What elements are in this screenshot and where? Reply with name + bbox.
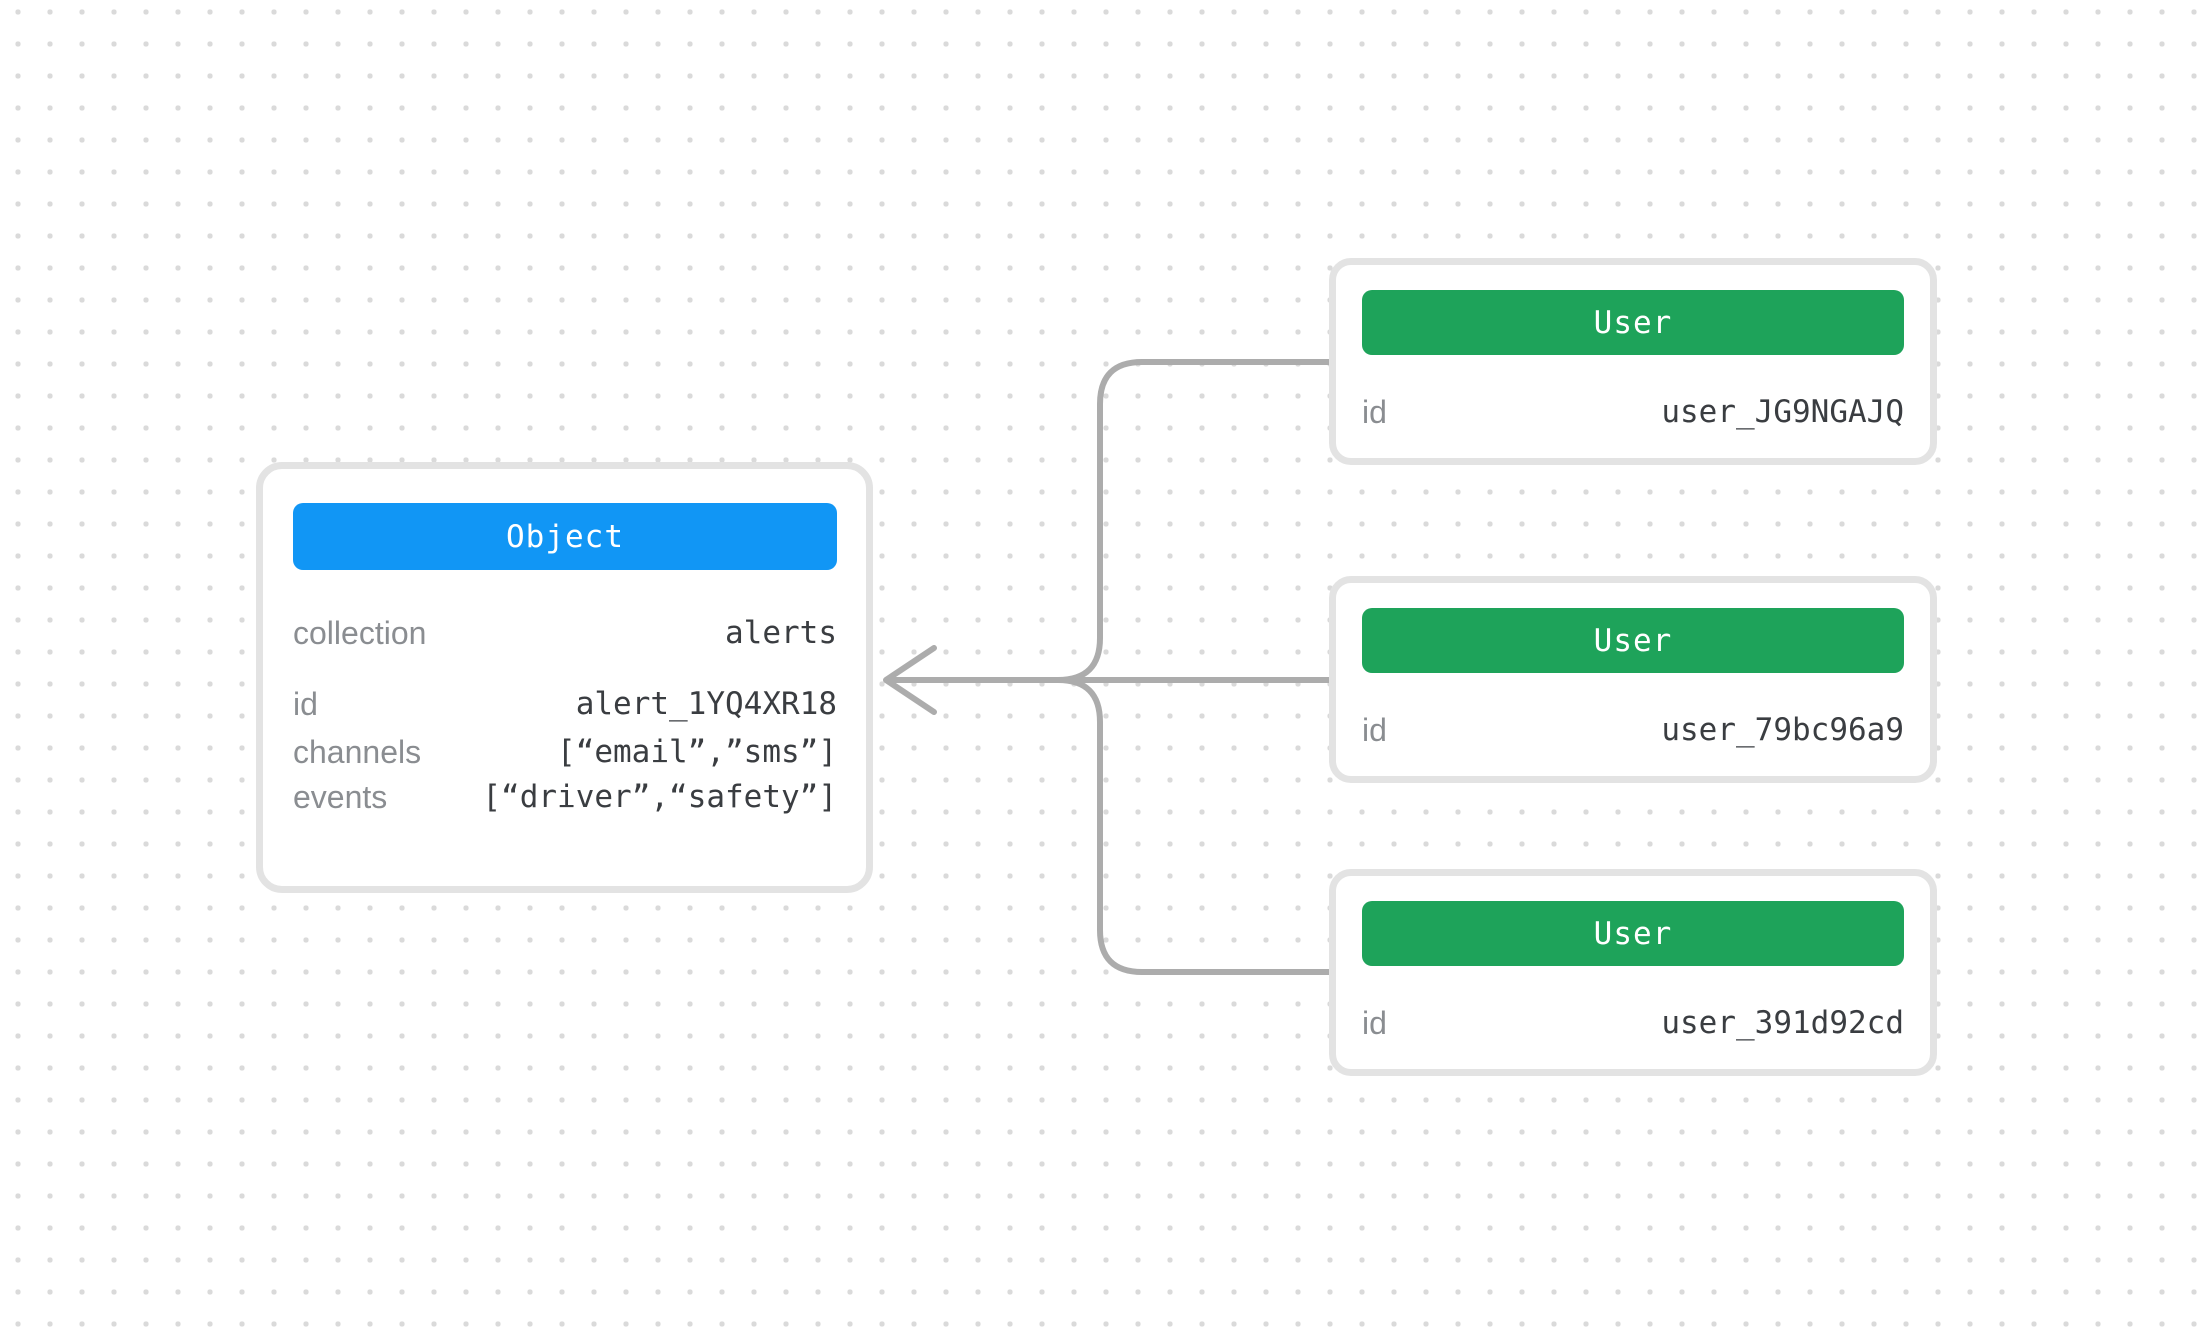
field-value: alert_1YQ4XR18 bbox=[575, 686, 837, 722]
field-label: events bbox=[293, 778, 388, 815]
field-value: [“email”,”sms”] bbox=[557, 734, 837, 770]
user-node-header: User bbox=[1362, 901, 1904, 966]
field-label: collection bbox=[293, 614, 427, 651]
user-node-2[interactable]: User id user_79bc96a9 bbox=[1329, 576, 1937, 783]
field-value: user_JG9NGAJQ bbox=[1661, 394, 1904, 430]
field-label: id bbox=[293, 685, 318, 722]
field-label: id bbox=[1362, 1004, 1387, 1041]
edge-user1-to-object bbox=[1002, 359, 1333, 683]
field-row-id: id alert_1YQ4XR18 bbox=[293, 684, 837, 724]
object-node-header: Object bbox=[293, 503, 837, 570]
object-node-title: Object bbox=[506, 518, 624, 555]
field-value: [“driver”,“safety”] bbox=[482, 779, 837, 815]
user-node-title: User bbox=[1593, 622, 1673, 659]
field-row-channels: channels [“email”,”sms”] bbox=[293, 732, 837, 772]
field-row-id: id user_JG9NGAJQ bbox=[1362, 392, 1904, 432]
user-node-3[interactable]: User id user_391d92cd bbox=[1329, 869, 1937, 1076]
field-row-collection: collection alerts bbox=[293, 613, 837, 653]
field-label: id bbox=[1362, 711, 1387, 748]
field-value: alerts bbox=[725, 615, 837, 651]
edge-user3-to-object bbox=[1002, 677, 1333, 975]
field-row-id: id user_391d92cd bbox=[1362, 1003, 1904, 1043]
user-node-header: User bbox=[1362, 290, 1904, 355]
field-row-events: events [“driver”,“safety”] bbox=[293, 777, 837, 817]
user-node-1[interactable]: User id user_JG9NGAJQ bbox=[1329, 258, 1937, 465]
field-label: channels bbox=[293, 733, 422, 770]
field-value: user_79bc96a9 bbox=[1661, 712, 1904, 748]
field-value: user_391d92cd bbox=[1661, 1005, 1904, 1041]
field-row-id: id user_79bc96a9 bbox=[1362, 710, 1904, 750]
user-node-header: User bbox=[1362, 608, 1904, 673]
object-node[interactable]: Object collection alerts id alert_1YQ4XR… bbox=[256, 462, 873, 893]
user-node-title: User bbox=[1593, 304, 1673, 341]
arrowhead-icon bbox=[883, 645, 937, 715]
field-label: id bbox=[1362, 393, 1387, 430]
user-node-title: User bbox=[1593, 915, 1673, 952]
